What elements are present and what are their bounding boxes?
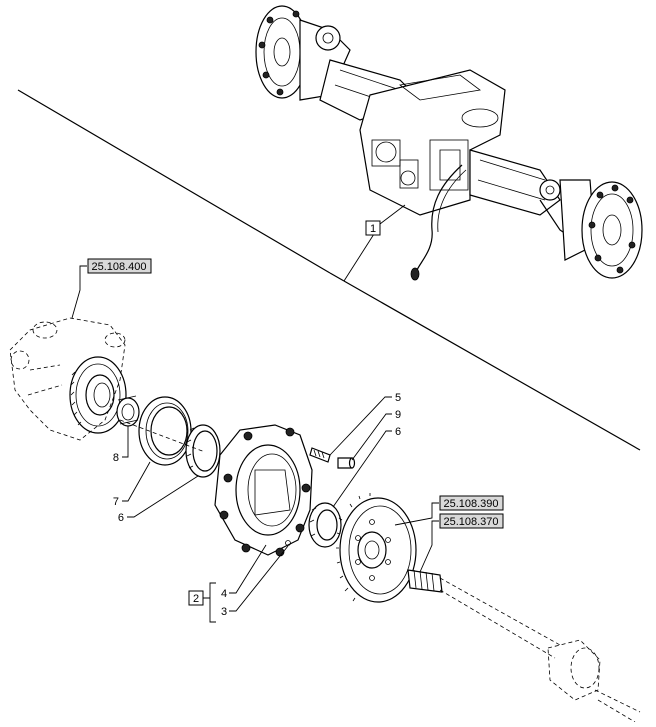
reference-shaft-leader: [419, 520, 439, 573]
reference-gear[interactable]: 25.108.390: [439, 495, 504, 511]
svg-text:25.108.390: 25.108.390: [443, 498, 498, 510]
assembly-axis-line: [119, 419, 206, 453]
reference-gear-leader: [394, 502, 439, 526]
callout-6-right: 6: [395, 426, 401, 438]
part-5-stud: [309, 447, 331, 463]
part-7-seal-ring: [138, 396, 192, 466]
section-divider-line: [17, 89, 641, 451]
ring-gear-illustration: [336, 493, 417, 603]
assembly-ref-box: [365, 220, 381, 236]
callout-7: 7: [113, 496, 119, 508]
part-6-bearing-right: [308, 502, 342, 548]
svg-text:25.108.370: 25.108.370: [443, 516, 498, 528]
callout-9-leader: [351, 413, 392, 461]
part-3-locating-pin: [285, 540, 291, 546]
svg-text:2: 2: [193, 593, 199, 605]
part-6-bearing-left: [185, 424, 221, 478]
section-divider-joint: [329, 272, 345, 282]
assembly-ref-label: 1: [370, 223, 376, 235]
callout-3: 3: [221, 606, 227, 618]
callout-5-leader: [329, 396, 392, 456]
hub-housing-illustration: [9, 317, 127, 441]
callout-5: 5: [395, 392, 401, 404]
drive-shaft-illustration: [407, 569, 641, 723]
callout-8-leader: [122, 426, 129, 458]
callout-6-left: 6: [118, 512, 124, 524]
callout-4: 4: [221, 588, 227, 600]
axle-assembly-illustration: [255, 5, 643, 281]
callout-6-right-leader: [332, 430, 392, 508]
callout-7-leader: [122, 461, 151, 502]
reference-shaft[interactable]: 25.108.370: [439, 513, 504, 529]
group-ref-2: 2: [188, 590, 204, 606]
callout-4-leader: [229, 544, 267, 594]
assembly-ref-leader: [343, 233, 375, 282]
callout-6-left-leader: [127, 475, 199, 518]
group-bracket: [203, 582, 216, 623]
part-8-bushing: [116, 395, 140, 427]
callout-8: 8: [113, 452, 119, 464]
reference-hub-leader: [71, 265, 87, 319]
callout-3-leader: [229, 545, 289, 612]
callout-9: 9: [395, 409, 401, 421]
svg-text:25.108.400: 25.108.400: [91, 261, 146, 273]
part-4-carrier-housing: [214, 424, 313, 557]
part-9-pin: [337, 457, 356, 469]
reference-hub[interactable]: 25.108.400: [87, 258, 152, 274]
